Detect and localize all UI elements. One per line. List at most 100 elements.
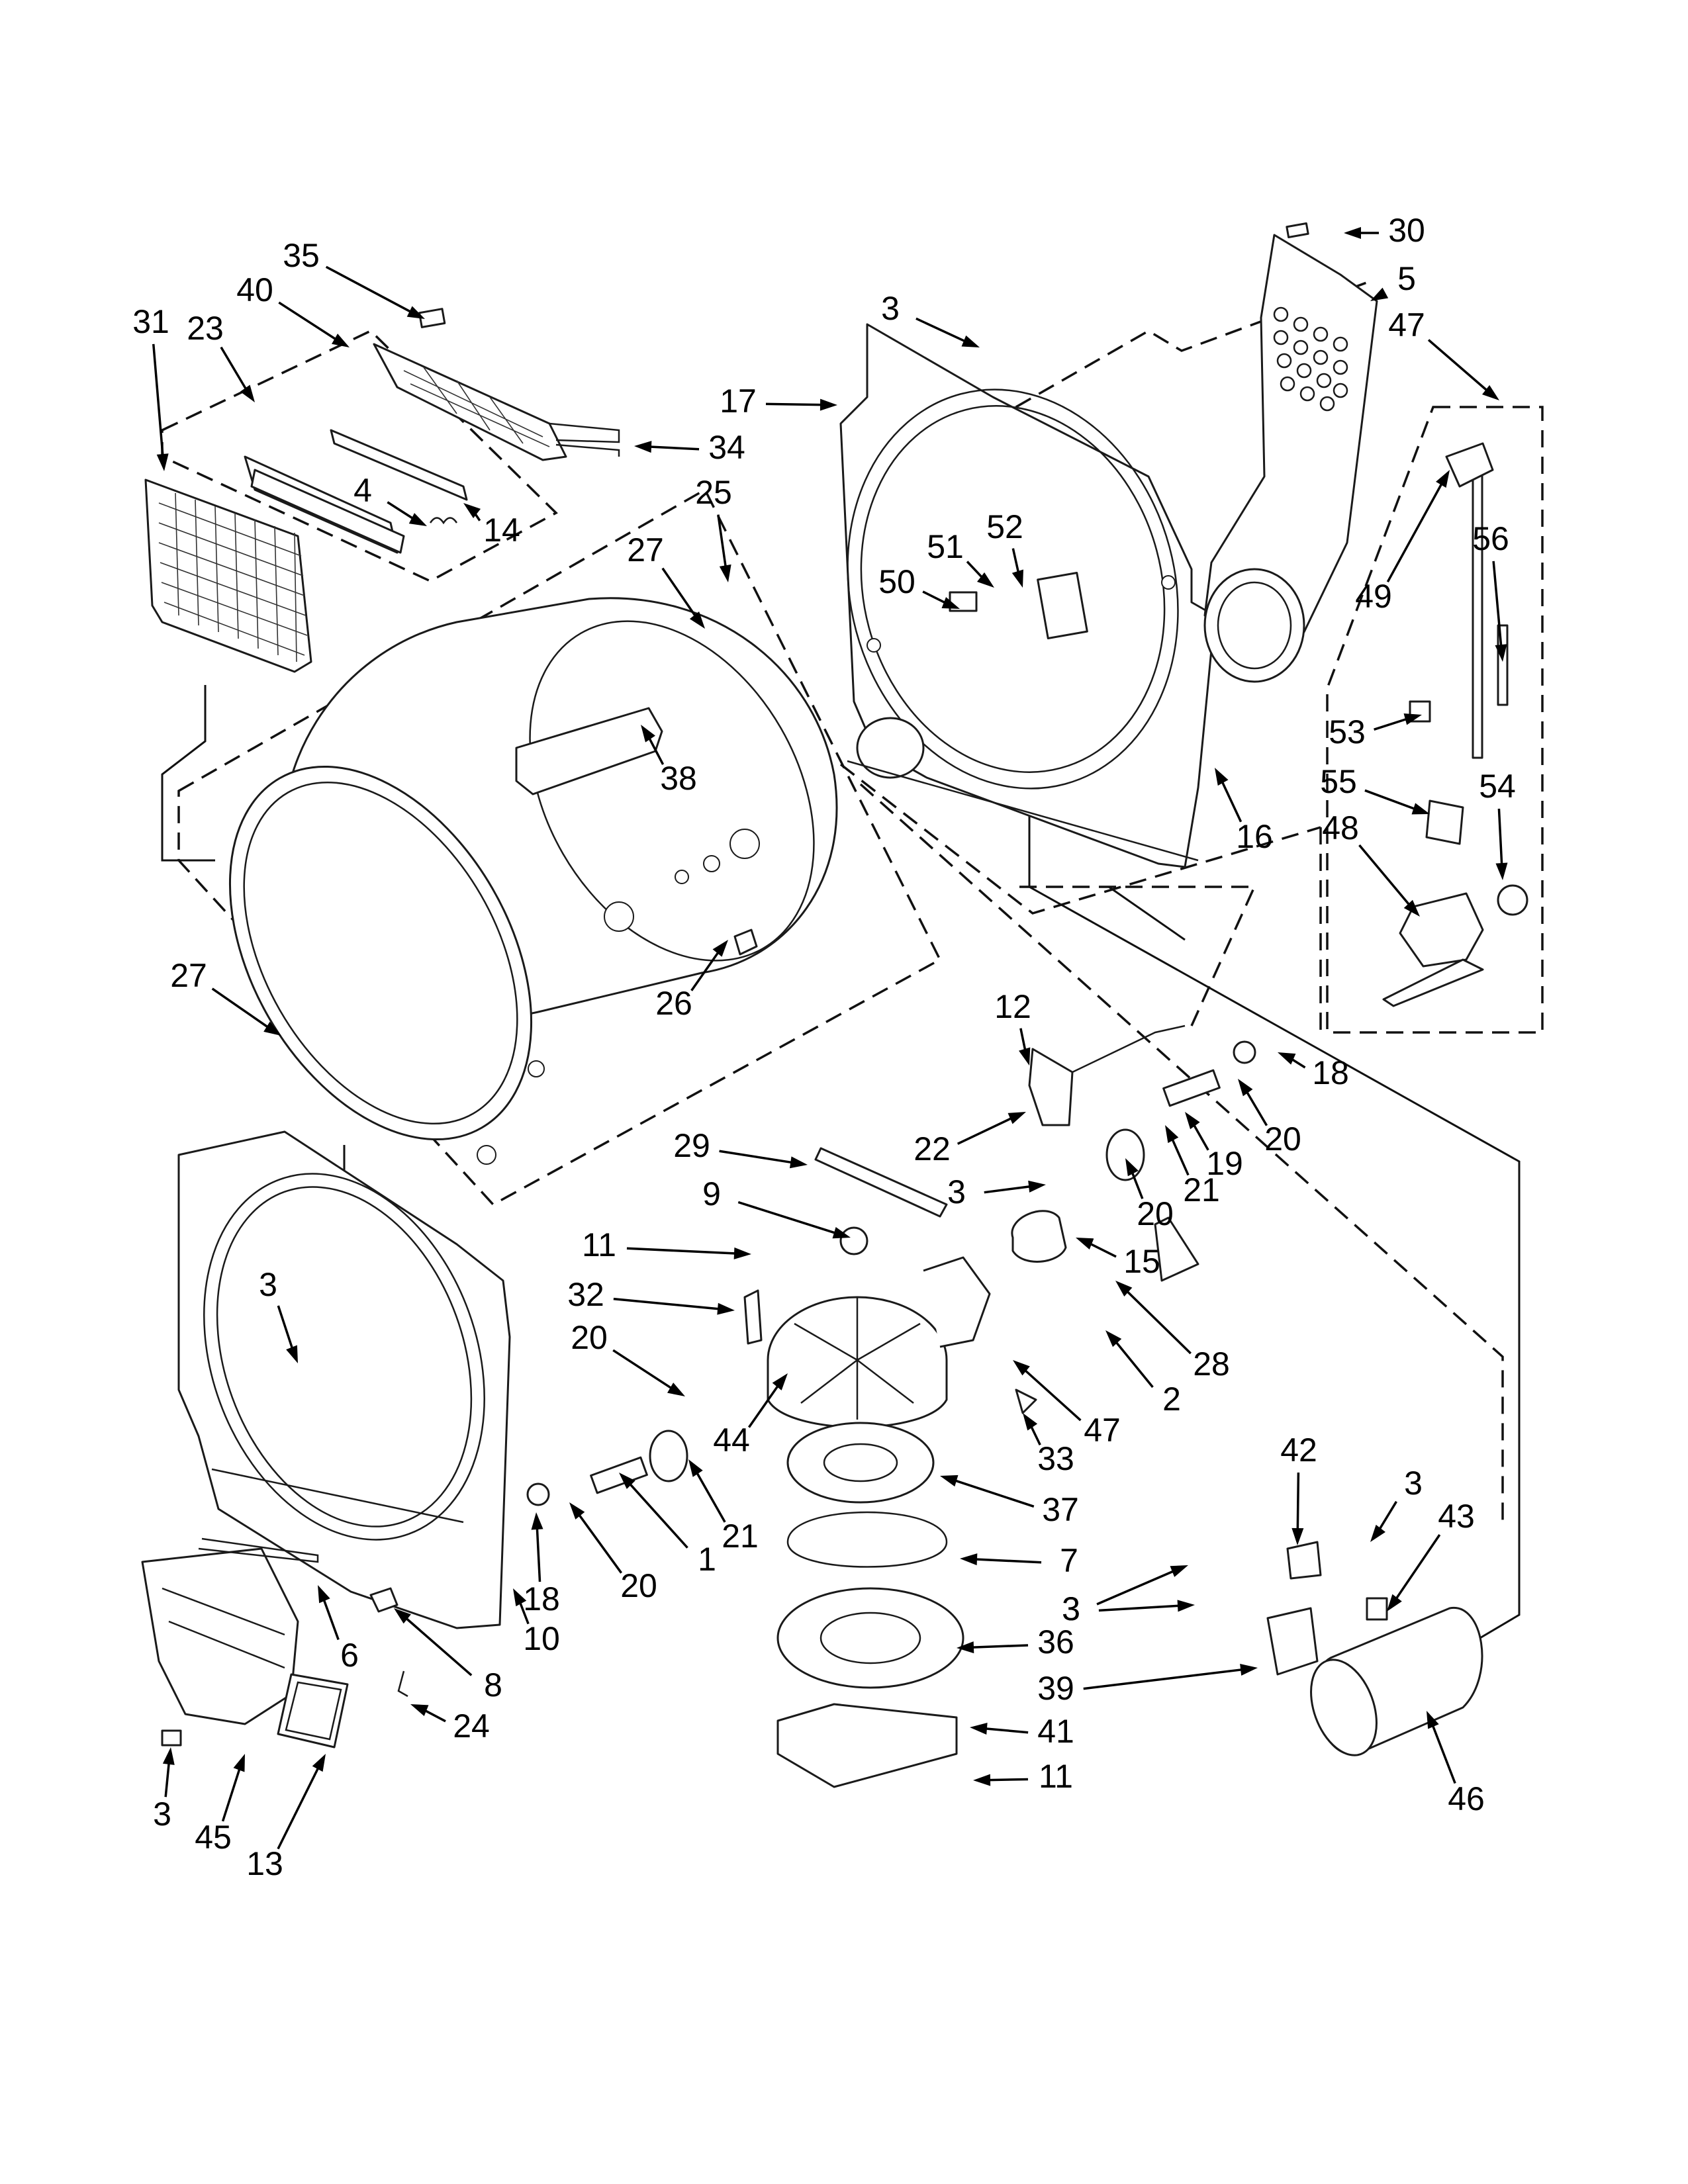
callout-23: 23 xyxy=(187,310,224,347)
leader-line-34 xyxy=(645,445,700,451)
callout-17: 17 xyxy=(720,383,757,420)
leader-line-27b xyxy=(211,987,272,1030)
leader-line-47a xyxy=(1427,339,1491,394)
callout-19: 19 xyxy=(1206,1145,1243,1182)
leader-line-55 xyxy=(1364,789,1419,812)
arrowhead-2 xyxy=(1105,1330,1122,1347)
rear-panel xyxy=(839,323,1216,868)
arrowhead-21b xyxy=(688,1459,703,1477)
callout-18b: 18 xyxy=(523,1580,560,1617)
callout-33: 33 xyxy=(1037,1440,1074,1477)
arrowhead-51 xyxy=(976,572,994,588)
callout-52: 52 xyxy=(986,508,1023,545)
leader-line-21b xyxy=(694,1469,726,1523)
callout-22: 22 xyxy=(914,1130,951,1167)
arrowhead-10 xyxy=(513,1588,527,1607)
arrowhead-32 xyxy=(717,1302,735,1315)
callout-31: 31 xyxy=(132,303,169,340)
leader-line-11b xyxy=(984,1778,1029,1782)
leader-line-3c xyxy=(277,1305,295,1353)
leader-line-20d xyxy=(575,1510,623,1574)
callout-28: 28 xyxy=(1193,1345,1230,1383)
leader-line-3f xyxy=(1098,1604,1184,1612)
callout-18a: 18 xyxy=(1312,1054,1349,1091)
leader-line-22 xyxy=(957,1115,1016,1145)
callout-35: 35 xyxy=(283,237,320,274)
leader-line-7 xyxy=(971,1558,1042,1564)
arrowhead-21a xyxy=(1165,1125,1179,1144)
leader-line-13 xyxy=(277,1764,322,1850)
callout-47b: 47 xyxy=(1084,1412,1121,1449)
callout-21b: 21 xyxy=(722,1518,759,1555)
arrowhead-25 xyxy=(719,564,731,582)
arrowhead-11a xyxy=(733,1247,751,1259)
leader-line-36 xyxy=(968,1644,1029,1649)
arrowhead-46 xyxy=(1427,1711,1439,1729)
leader-line-31 xyxy=(152,343,165,460)
callout-3d: 3 xyxy=(1404,1465,1423,1502)
callout-29: 29 xyxy=(673,1127,710,1164)
callout-55: 55 xyxy=(1320,763,1357,800)
callout-37: 37 xyxy=(1042,1491,1079,1528)
callout-14: 14 xyxy=(483,512,520,549)
leader-line-47b xyxy=(1021,1367,1082,1422)
callout-42: 42 xyxy=(1280,1432,1317,1469)
callout-41: 41 xyxy=(1037,1713,1074,1750)
callout-38: 38 xyxy=(660,760,697,797)
callout-3f: 3 xyxy=(1062,1590,1080,1627)
arrowhead-18b xyxy=(531,1512,543,1530)
leader-line-43 xyxy=(1393,1534,1441,1603)
leader-line-3b xyxy=(984,1185,1035,1194)
arrowhead-29 xyxy=(789,1156,808,1169)
leader-line-20a xyxy=(1243,1087,1268,1126)
arrowhead-5 xyxy=(1370,287,1389,301)
small-parts xyxy=(526,1024,1483,1756)
leader-line-29 xyxy=(719,1150,796,1165)
callout-34: 34 xyxy=(708,429,745,466)
callout-21a: 21 xyxy=(1183,1171,1220,1208)
callout-20a: 20 xyxy=(1264,1120,1301,1158)
leader-line-11a xyxy=(626,1247,740,1255)
arrowhead-36 xyxy=(957,1641,974,1654)
leader-line-19 xyxy=(1191,1120,1209,1151)
exhaust-duct xyxy=(1203,222,1378,683)
leader-line-9 xyxy=(737,1201,840,1236)
leader-line-3d xyxy=(1376,1500,1397,1533)
arrowhead-20d xyxy=(569,1502,585,1520)
arrowhead-27b xyxy=(263,1021,281,1036)
arrowhead-3c xyxy=(286,1345,298,1363)
callout-47a: 47 xyxy=(1388,306,1425,343)
lint-duct xyxy=(141,1537,408,1749)
arrowhead-28 xyxy=(1115,1281,1133,1297)
leader-line-3g xyxy=(164,1758,171,1797)
callout-13: 13 xyxy=(246,1845,283,1882)
arrowhead-56 xyxy=(1495,644,1507,662)
arrowhead-3d xyxy=(1370,1524,1385,1542)
leader-line-1 xyxy=(626,1480,688,1549)
leader-line-48 xyxy=(1358,844,1413,909)
leader-line-20b xyxy=(1129,1168,1144,1199)
arrowhead-37 xyxy=(940,1475,959,1487)
leader-line-8 xyxy=(402,1614,473,1676)
leader-line-32 xyxy=(613,1297,724,1311)
arrowhead-41 xyxy=(970,1723,988,1735)
callout-48: 48 xyxy=(1322,809,1359,846)
callout-9: 9 xyxy=(702,1175,721,1212)
callout-56: 56 xyxy=(1472,520,1509,557)
leader-line-46 xyxy=(1430,1721,1456,1784)
callout-20c: 20 xyxy=(571,1319,608,1356)
arrowhead-14 xyxy=(463,503,481,519)
arrowhead-8 xyxy=(394,1608,411,1624)
callout-11b: 11 xyxy=(1039,1758,1073,1795)
callout-3e: 3 xyxy=(1062,1590,1080,1627)
leader-line-6 xyxy=(321,1595,340,1641)
callout-20d: 20 xyxy=(620,1567,657,1604)
arrowhead-38 xyxy=(641,725,655,743)
callout-7: 7 xyxy=(1060,1542,1078,1579)
leader-line-16 xyxy=(1219,777,1243,823)
arrowhead-26 xyxy=(712,940,728,957)
arrowhead-40 xyxy=(331,334,350,347)
arrowhead-42 xyxy=(1291,1527,1304,1545)
leader-line-2 xyxy=(1112,1338,1154,1388)
arrowhead-13 xyxy=(312,1754,326,1772)
